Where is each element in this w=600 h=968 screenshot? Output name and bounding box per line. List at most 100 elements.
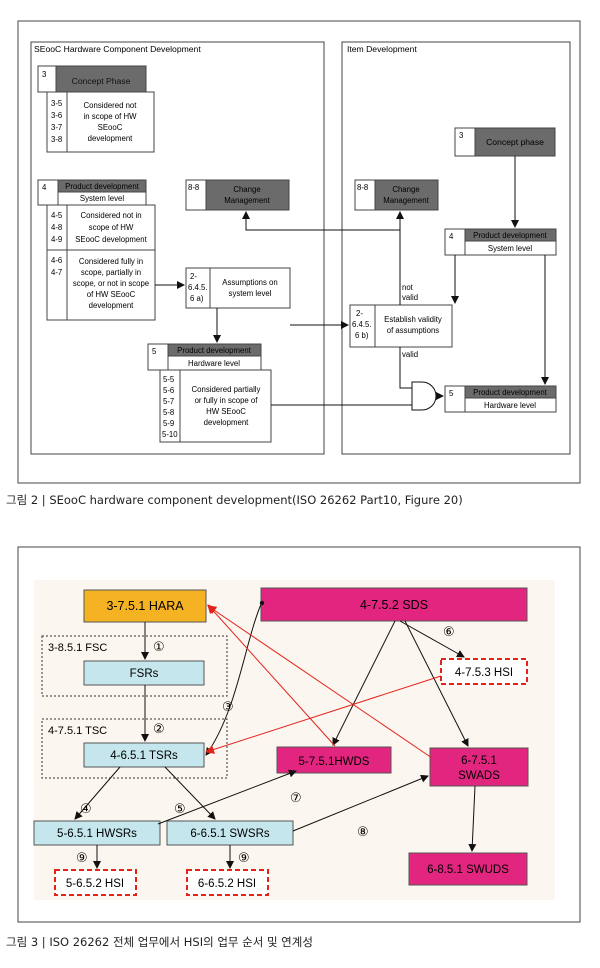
hsi-473-node: 4-7.5.3 HSI <box>440 658 528 685</box>
svg-text:Hardware level: Hardware level <box>484 401 536 410</box>
svg-text:Change: Change <box>233 185 260 194</box>
svg-text:of assumptions: of assumptions <box>387 326 440 335</box>
svg-text:6.4.5.: 6.4.5. <box>188 283 208 292</box>
svg-text:in scope of HW: in scope of HW <box>84 112 138 121</box>
svg-text:5-10: 5-10 <box>162 430 178 439</box>
svg-text:4-7: 4-7 <box>51 268 62 277</box>
svg-text:Change: Change <box>392 185 419 194</box>
figure-2-caption: 그림 2 | SEooC hardware component developm… <box>6 493 463 507</box>
svg-text:Management: Management <box>383 196 429 205</box>
svg-text:2-: 2- <box>356 309 363 318</box>
svg-text:5-8: 5-8 <box>163 408 174 417</box>
product-dev-hardware-left: 5 Product development Hardware level 5-5… <box>147 343 272 443</box>
not-valid-label-2: valid <box>402 293 418 302</box>
hwds-node: 5-7.5.1HWDS <box>276 746 392 774</box>
svg-text:6-7.5.1: 6-7.5.1 <box>461 755 497 767</box>
svg-text:System level: System level <box>488 244 532 253</box>
not-valid-label: not <box>402 283 414 292</box>
svg-text:5-7: 5-7 <box>163 397 174 406</box>
concept-phase-block: 3 Concept Phase 3-5 3-6 3-7 3-8 Consider… <box>37 65 155 153</box>
svg-text:4-8: 4-8 <box>51 223 62 232</box>
svg-text:2-: 2- <box>190 272 197 281</box>
svg-text:8-8: 8-8 <box>188 183 199 192</box>
product-dev-system-right: 4 Product development System level <box>444 228 557 256</box>
figure-2-connectors <box>155 156 549 411</box>
svg-text:scope, or not in scope: scope, or not in scope <box>73 279 149 288</box>
change-management-right: 8-8 Change Management <box>354 179 439 211</box>
svg-text:development: development <box>204 418 249 427</box>
step-8: ⑧ <box>357 824 369 839</box>
item-dev-panel <box>341 41 571 455</box>
svg-text:6 b): 6 b) <box>355 331 369 340</box>
figure-3-red-arrows <box>205 604 442 759</box>
svg-text:5-6.5.1 HWSRs: 5-6.5.1 HWSRs <box>57 828 137 840</box>
svg-text:6-8.5.1 SWUDS: 6-8.5.1 SWUDS <box>427 864 509 876</box>
swsrs-node: 6-6.5.1 SWSRs <box>166 820 294 846</box>
hsi-652-node: 6-6.5.2 HSI <box>186 869 269 896</box>
hwsrs-node: 5-6.5.1 HWSRs <box>33 820 161 846</box>
svg-text:Establish validity: Establish validity <box>384 315 442 324</box>
step-6: ⑥ <box>443 624 455 639</box>
step-2: ② <box>153 721 165 736</box>
fsrs-node: FSRs <box>83 660 205 686</box>
svg-text:development: development <box>89 301 134 310</box>
svg-text:6 a): 6 a) <box>190 294 204 303</box>
svg-text:4-9: 4-9 <box>51 235 62 244</box>
svg-text:SWADS: SWADS <box>458 770 500 782</box>
figure-3: 3-8.5.1 FSC 4-7.5.1 TSC 3-7.5.1 HARA 4-7… <box>17 546 581 923</box>
svg-text:SEooC development: SEooC development <box>75 235 147 244</box>
svg-text:system level: system level <box>229 289 272 298</box>
product-dev-hardware-right: 5 Product development Hardware level <box>444 385 557 413</box>
svg-text:3-7.5.1 HARA: 3-7.5.1 HARA <box>106 599 184 613</box>
svg-text:5-9: 5-9 <box>163 419 174 428</box>
step-9a: ⑨ <box>76 850 88 865</box>
change-management-left: 8-8 Change Management <box>185 179 290 211</box>
svg-text:Product development: Product development <box>177 346 252 355</box>
step-7: ⑦ <box>290 790 302 805</box>
step-1: ① <box>153 639 165 654</box>
svg-text:3-8: 3-8 <box>51 135 62 144</box>
svg-text:5-5: 5-5 <box>163 375 175 384</box>
svg-text:SEooC: SEooC <box>98 123 123 132</box>
svg-text:5-7.5.1HWDS: 5-7.5.1HWDS <box>299 756 370 768</box>
svg-text:FSRs: FSRs <box>130 668 159 680</box>
figure-3-frame <box>17 546 581 923</box>
svg-text:Considered not in: Considered not in <box>80 211 141 220</box>
svg-text:5: 5 <box>152 347 157 356</box>
svg-text:HW SEooC: HW SEooC <box>206 407 246 416</box>
svg-text:4-7.5.2 SDS: 4-7.5.2 SDS <box>360 598 428 612</box>
svg-text:3-6: 3-6 <box>51 111 62 120</box>
svg-text:Considered fully in: Considered fully in <box>79 257 143 266</box>
svg-text:4: 4 <box>42 183 47 192</box>
svg-text:scope, partially in: scope, partially in <box>81 268 141 277</box>
svg-text:3-5: 3-5 <box>51 99 63 108</box>
sds-branch-dot <box>259 600 265 606</box>
item-dev-panel-title: Item Development <box>347 44 417 54</box>
step-4: ④ <box>80 801 92 816</box>
svg-text:5-6: 5-6 <box>163 386 174 395</box>
svg-text:Considered partially: Considered partially <box>192 385 261 394</box>
svg-text:4-7.5.3 HSI: 4-7.5.3 HSI <box>455 667 513 679</box>
swads-node: 6-7.5.1 SWADS <box>429 747 529 787</box>
svg-text:Concept phase: Concept phase <box>486 137 544 147</box>
svg-text:development: development <box>88 134 133 143</box>
sds-node: 4-7.5.2 SDS <box>260 587 528 622</box>
svg-text:Management: Management <box>224 196 270 205</box>
svg-text:4-6: 4-6 <box>51 256 62 265</box>
svg-text:3-7: 3-7 <box>51 123 62 132</box>
figure-3-black-arrows <box>74 601 477 869</box>
establish-validity-block: 2- 6.4.5. 6 b) Establish validity of ass… <box>349 304 453 348</box>
svg-text:Concept Phase: Concept Phase <box>72 76 131 86</box>
svg-text:6-6.5.2 HSI: 6-6.5.2 HSI <box>198 878 256 890</box>
seooc-panel-title: SEooC Hardware Component Development <box>34 44 201 54</box>
concept-phase-right: 3 Concept phase <box>454 127 556 157</box>
step-5: ⑤ <box>174 801 186 816</box>
figure-3-background <box>34 580 555 900</box>
svg-text:Product development: Product development <box>65 182 140 191</box>
svg-text:Assumptions on: Assumptions on <box>222 278 277 287</box>
svg-text:System level: System level <box>80 194 124 203</box>
figure-2-frame <box>17 20 581 484</box>
svg-text:Product development: Product development <box>473 231 548 240</box>
svg-text:scope of HW: scope of HW <box>89 223 134 232</box>
